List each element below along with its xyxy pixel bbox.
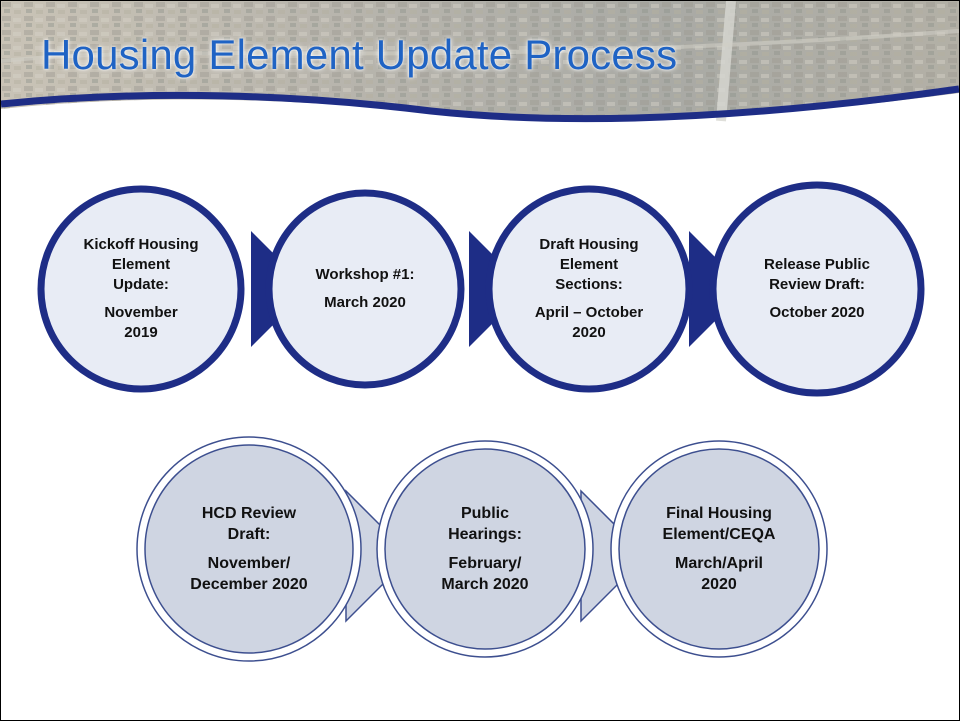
step-workshop: Workshop #1: March 2020 [285, 231, 445, 347]
step-label: Workshop #1: [315, 266, 415, 283]
step-release-draft: Release Public Review Draft: October 202… [737, 231, 897, 347]
step-date: February/ March 2020 [441, 555, 529, 593]
page-title: Housing Element Update Process [41, 31, 678, 78]
step-public-hearings: Public Hearings: February/ March 2020 [400, 481, 570, 617]
step-label: Release Public Review Draft: [764, 256, 870, 293]
step-circle-hearings [384, 448, 586, 650]
step-kickoff: Kickoff Housing Element Update: November… [61, 211, 221, 367]
step-circle-release-draft [709, 181, 925, 397]
step-date: April – October 2020 [534, 304, 644, 341]
step-final-housing: Final Housing Element/CEQA March/April 2… [634, 481, 804, 617]
step-label: Public Hearings: [448, 505, 522, 543]
step-circle-draft-sections [485, 185, 693, 393]
step-date: October 2020 [769, 304, 865, 321]
aerial-photo-banner [1, 1, 959, 123]
step-draft-sections: Draft Housing Element Sections: April – … [509, 211, 669, 367]
step-date: March/April 2020 [674, 555, 763, 593]
step-date: March 2020 [324, 294, 406, 311]
step-hcd-review: HCD Review Draft: November/ December 202… [164, 481, 334, 617]
step-circle-kickoff [37, 185, 245, 393]
step-circle-final [618, 448, 820, 650]
step-label: Final Housing Element/CEQA [662, 505, 776, 543]
step-label: Draft Housing Element Sections: [539, 236, 639, 293]
step-label: HCD Review Draft: [201, 505, 297, 543]
step-circle-workshop [265, 189, 465, 389]
step-date: November/ December 2020 [190, 555, 308, 593]
step-date: November 2019 [104, 304, 178, 341]
header-banner: Housing Element Update Process [1, 1, 959, 131]
step-circle-hcd [144, 444, 354, 654]
step-label: Kickoff Housing Element Update: [83, 236, 199, 293]
